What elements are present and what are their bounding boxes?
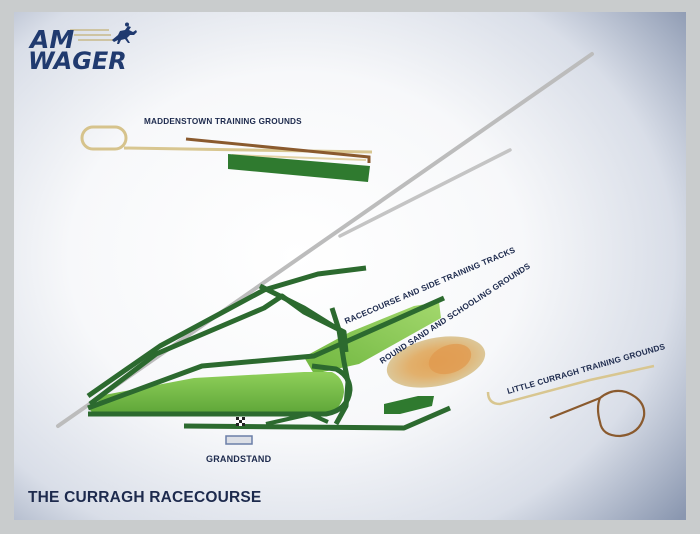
checkered-flag-icon bbox=[236, 417, 245, 426]
maddenstown-straight-brown bbox=[185, 137, 371, 163]
maddenstown-straight-tan bbox=[123, 146, 373, 154]
maddenstown-training-grounds: MADDENSTOWN TRAINING GROUNDS bbox=[80, 117, 373, 182]
logo-line-2: WAGER bbox=[28, 47, 127, 75]
map-title: THE CURRAGH RACECOURSE bbox=[28, 489, 261, 506]
little-curragh-tan-track bbox=[486, 364, 655, 406]
map-area: AM WAGER MADDENSTOWN TRAINING GROUNDS bbox=[14, 12, 686, 520]
racecourse-map: AM WAGER MADDENSTOWN TRAINING GROUNDS bbox=[28, 22, 667, 506]
track-bend-right bbox=[329, 307, 351, 426]
branch-road bbox=[338, 148, 512, 238]
grandstand-building bbox=[225, 435, 253, 445]
logo-line-1: AM bbox=[28, 25, 74, 54]
am-wager-logo: AM WAGER bbox=[28, 22, 137, 75]
track-spur bbox=[265, 411, 329, 426]
track-crossover bbox=[258, 283, 338, 331]
maddenstown-straight-light bbox=[231, 154, 367, 161]
horse-and-jockey-icon bbox=[112, 22, 137, 44]
track-bottom-straight bbox=[183, 405, 451, 431]
sand-inner bbox=[428, 343, 472, 375]
little-curragh-loop bbox=[596, 389, 646, 438]
main-road bbox=[56, 52, 594, 428]
track-inner-top bbox=[87, 295, 446, 411]
grandstand: GRANDSTAND bbox=[206, 417, 272, 464]
grandstand-label: GRANDSTAND bbox=[206, 454, 272, 464]
racecourse-infield bbox=[90, 372, 344, 414]
side-training-track bbox=[304, 302, 441, 374]
little-curragh-training-grounds: LITTLE CURRAGH TRAINING GROUNDS bbox=[486, 342, 667, 438]
maddenstown-gallop bbox=[228, 154, 370, 182]
track-outer-bottom bbox=[88, 363, 353, 417]
little-curragh-brown-straight bbox=[549, 396, 601, 420]
schooling-gallop bbox=[384, 396, 434, 414]
maddenstown-oval-track bbox=[80, 125, 128, 151]
maddenstown-label: MADDENSTOWN TRAINING GROUNDS bbox=[144, 117, 302, 126]
logo-swoosh bbox=[70, 29, 113, 41]
